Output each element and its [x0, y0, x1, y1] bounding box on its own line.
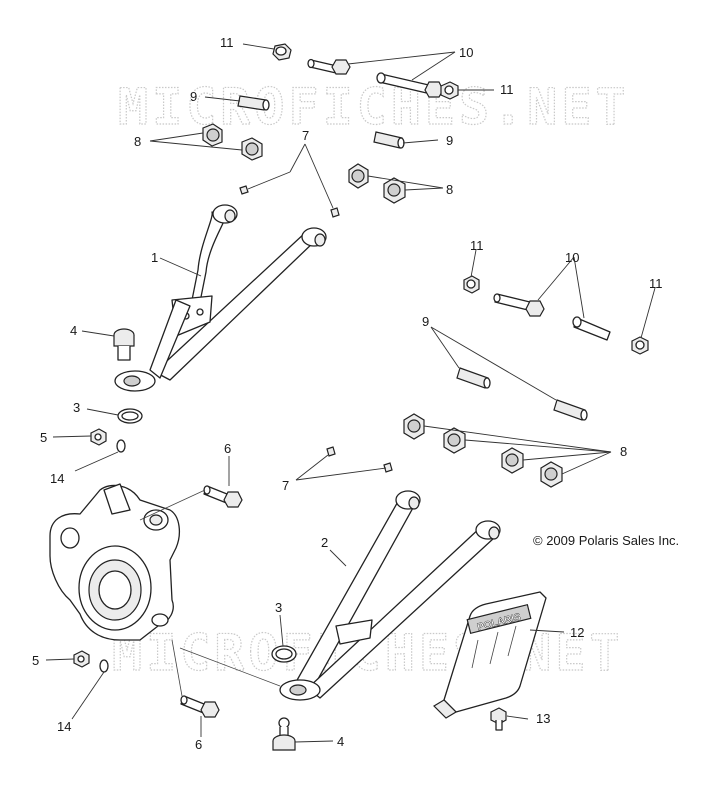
- grease-fitting-7-b: [330, 207, 340, 218]
- callout-9-mid: 9: [422, 314, 429, 329]
- callout-12: 12: [570, 625, 584, 640]
- lower-a-arm: [279, 490, 501, 701]
- ball-joint-4-top: [113, 328, 135, 361]
- callout-2: 2: [321, 535, 328, 550]
- sleeve-9-mid-b: [553, 399, 588, 421]
- callout-8-top-right: 8: [446, 182, 453, 197]
- bushings-8-lower: [403, 413, 563, 488]
- callout-8-lower: 8: [620, 444, 627, 459]
- callout-11-mid-right: 11: [649, 276, 663, 291]
- bushing-8-c: [348, 163, 369, 189]
- nut-5-lower: [73, 650, 90, 668]
- retaining-ring-3-lower: [271, 645, 297, 663]
- bolt-10-right-a: [493, 293, 545, 317]
- callout-1: 1: [151, 250, 158, 265]
- callout-6-lower: 6: [195, 737, 202, 752]
- bushing-8-a: [202, 123, 223, 147]
- bolt-6-top: [203, 485, 243, 508]
- callout-11-mid-left: 11: [470, 238, 484, 253]
- callout-7-top: 7: [302, 128, 309, 143]
- callout-7-lower: 7: [282, 478, 289, 493]
- bolt-13: [490, 707, 507, 731]
- grease-fitting-7-d: [383, 462, 393, 473]
- callout-3-lower: 3: [275, 600, 282, 615]
- callout-9-top-left: 9: [190, 89, 197, 104]
- watermark-top: MICROFICHES.NET: [118, 78, 630, 136]
- washer-14-lower: [99, 659, 109, 673]
- copyright-text: © 2009 Polaris Sales Inc.: [533, 533, 679, 548]
- grease-fitting-7-a: [239, 185, 249, 195]
- bolt-10-mid: [376, 72, 444, 98]
- nut-11-top: [272, 43, 292, 61]
- leader-lines: [45, 43, 656, 743]
- callout-9-top-right: 9: [446, 133, 453, 148]
- bushing-8-d: [383, 177, 406, 204]
- callout-10-top: 10: [459, 45, 473, 60]
- nut-11-right-mid-a: [463, 275, 480, 294]
- ball-joint-4-lower: [272, 717, 296, 751]
- grease-fitting-7-c: [326, 446, 336, 457]
- callout-11-top: 11: [220, 35, 234, 50]
- callout-10-mid: 10: [565, 250, 579, 265]
- callout-8-top-left: 8: [134, 134, 141, 149]
- bushing-8-b: [241, 137, 263, 161]
- callout-4-lower: 4: [337, 734, 344, 749]
- bolt-10-top: [307, 58, 351, 75]
- retaining-ring-3-top: [117, 408, 143, 424]
- sleeve-9-top-right: [373, 131, 405, 149]
- callout-3-top: 3: [73, 400, 80, 415]
- bolt-10-right-b: [572, 316, 611, 341]
- upper-a-arm: [114, 204, 327, 392]
- callout-13: 13: [536, 711, 550, 726]
- callout-5-lower: 5: [32, 653, 39, 668]
- bolt-6-lower: [180, 695, 220, 718]
- sleeve-9-top-left: [237, 95, 270, 111]
- callout-4-top: 4: [70, 323, 77, 338]
- nut-11-right: [440, 81, 459, 100]
- nut-5-top: [90, 428, 107, 446]
- callout-14-lower: 14: [57, 719, 71, 734]
- callout-5-top: 5: [40, 430, 47, 445]
- spindle-knuckle: [49, 483, 181, 641]
- washer-14-top: [116, 439, 126, 453]
- sleeve-9-mid-a: [456, 367, 491, 389]
- callout-11-right: 11: [500, 82, 514, 97]
- callout-14-top: 14: [50, 471, 64, 486]
- skid-plate: POLARIS: [433, 591, 547, 719]
- callout-6-top: 6: [224, 441, 231, 456]
- nut-11-right-mid-b: [631, 336, 649, 355]
